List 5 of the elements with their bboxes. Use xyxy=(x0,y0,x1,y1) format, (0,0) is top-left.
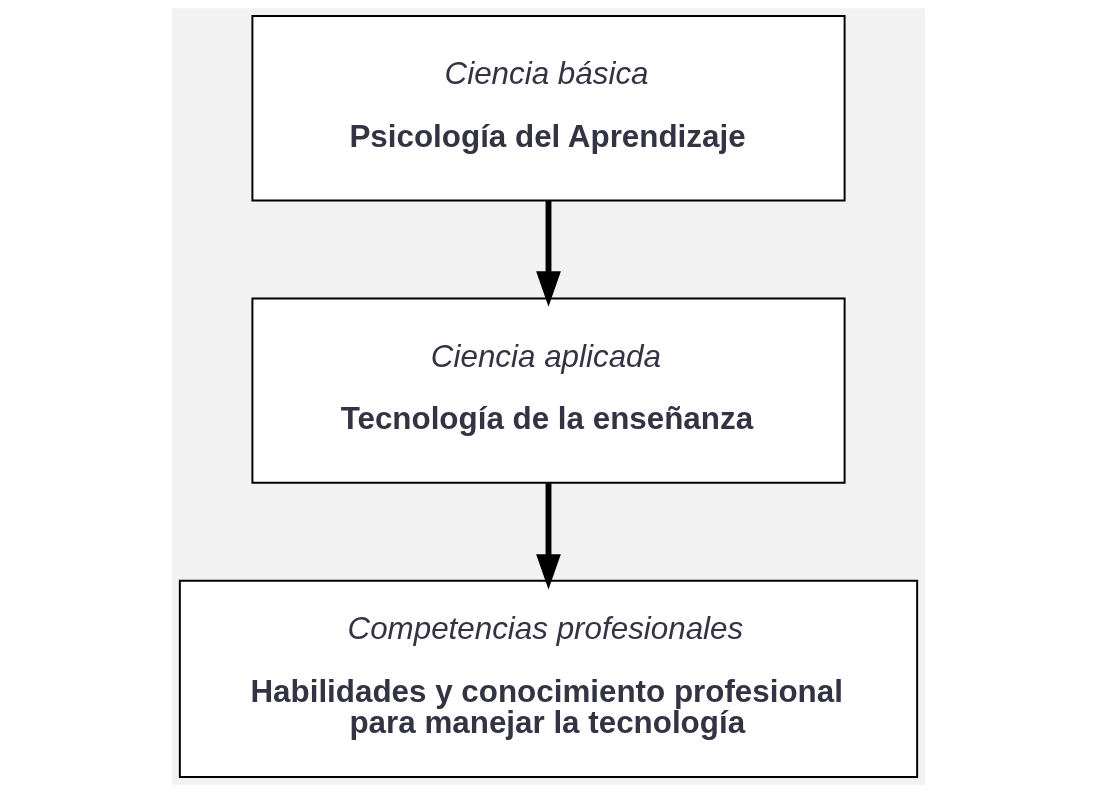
node-box: Competencias profesionales Habilidades y conocimiento profesional para manejar la tecnología xyxy=(178,579,919,778)
arrow xyxy=(536,483,561,590)
node-box: Ciencia básica Psicología del Aprendizaje xyxy=(251,15,846,202)
node-box: Ciencia aplicada Tecnología de la enseñanza xyxy=(251,297,846,484)
arrow xyxy=(536,200,561,307)
